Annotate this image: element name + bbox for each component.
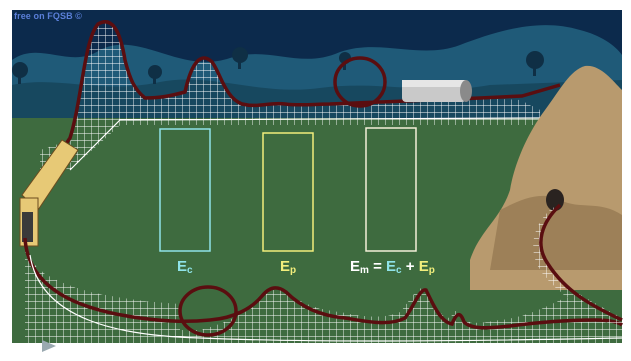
watermark-text: free on FQSB © bbox=[14, 11, 82, 21]
tunnel-tube bbox=[402, 80, 472, 102]
mechanical-energy-label: Em = Ec + Ep bbox=[350, 258, 435, 276]
potential-energy-label: Ep bbox=[280, 258, 296, 276]
kinetic-energy-label: Ec bbox=[177, 258, 193, 276]
